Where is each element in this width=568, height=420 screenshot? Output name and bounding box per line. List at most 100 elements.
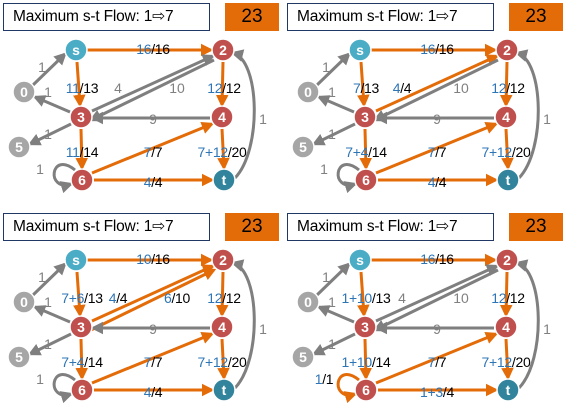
edge-6-6: [52, 373, 76, 404]
edge-label-6-4: 7/7: [428, 354, 447, 370]
residual-label-t-2: 1: [259, 111, 267, 127]
flow-value: 7: [353, 80, 361, 96]
node-6: 6: [354, 168, 378, 192]
residual-label-t-2: 1: [543, 321, 551, 337]
panel-title: Maximum s-t Flow: 1⇨7: [287, 213, 494, 241]
flow-value: 11: [66, 80, 80, 96]
node-label: 2: [219, 252, 227, 268]
edge-0-s: [31, 52, 67, 87]
capacity-value: 4: [446, 384, 454, 400]
edge-3-2b: [372, 268, 499, 332]
edge-label-s-2: 10/16: [136, 251, 170, 267]
node-4: 4: [210, 105, 234, 129]
flow-value: 7+12: [482, 144, 513, 160]
residual-label-6-6: 1: [320, 161, 328, 177]
node-s: s: [348, 38, 372, 62]
node-s: s: [348, 248, 372, 272]
flow-value: 12: [207, 80, 222, 96]
edge-0-s: [315, 262, 351, 297]
node-3: 3: [353, 315, 377, 339]
flow-value: 7: [428, 144, 436, 160]
edge-6-6: [336, 163, 360, 194]
node-2: 2: [211, 248, 235, 272]
capacity-value: 14: [372, 144, 387, 160]
edge-label-6-4: 7/7: [428, 144, 447, 160]
edge-0-s: [315, 52, 351, 87]
edge-t-2: [514, 259, 540, 390]
panel-title: Maximum s-t Flow: 1⇨7: [287, 3, 494, 31]
node-2: 2: [495, 38, 519, 62]
residual-label-3-0: 1: [44, 294, 52, 310]
residual-label-3-0: 1: [44, 84, 52, 100]
flow-value: 7: [144, 354, 152, 370]
flow-value: 7+12: [198, 354, 229, 370]
edge-4-t: [501, 128, 514, 171]
edge-2-4: [499, 61, 513, 108]
node-label: 6: [78, 382, 86, 398]
node-label: t: [222, 172, 227, 188]
edge-3-2a: [375, 54, 500, 113]
flow-value: 1+3: [420, 384, 443, 400]
node-label: s: [72, 252, 80, 268]
edge-label-4-t: 7+12/20: [198, 354, 247, 370]
node-label: 2: [503, 252, 511, 268]
edge-t-2: [514, 49, 540, 180]
edge-s-3: [73, 61, 86, 108]
edge-3-6: [359, 338, 373, 381]
edge-label-2-4: 12/12: [207, 290, 241, 306]
capacity-value: 16: [439, 41, 454, 57]
residual-label-6-6: 1: [36, 371, 44, 387]
node-label: 0: [304, 84, 312, 100]
edge-label-s-2: 16/16: [136, 41, 170, 57]
residual-label-0-s: 1: [38, 59, 46, 75]
edge-6-4: [91, 331, 215, 385]
node-t: t: [212, 378, 236, 402]
node-5: 5: [291, 345, 315, 369]
edge-3-2b: [90, 268, 217, 332]
node-4: 4: [494, 315, 518, 339]
edge-3-2b: [372, 58, 499, 122]
node-3: 3: [69, 315, 93, 339]
capacity-value: 4: [155, 384, 163, 400]
edge-6-6: [52, 163, 76, 194]
node-5: 5: [291, 135, 315, 159]
residual-label-t-2: 1: [543, 111, 551, 127]
flow-value-badge: 23: [225, 3, 279, 31]
edge-6-4: [91, 121, 215, 175]
capacity-value: 7: [155, 354, 163, 370]
flow-value: 16: [420, 251, 435, 267]
panel-title: Maximum s-t Flow: 1⇨7: [3, 3, 210, 31]
edge-label-2-4: 12/12: [491, 80, 525, 96]
node-label: s: [356, 252, 364, 268]
flow-value: 7+6: [61, 290, 84, 306]
residual-label-4-3: 9: [433, 321, 441, 337]
edge-3-6: [75, 338, 89, 381]
capacity-value: 14: [375, 354, 390, 370]
edge-3-6: [75, 128, 89, 171]
edge-3-2b: [88, 58, 215, 122]
flow-value: 11: [66, 144, 80, 160]
capacity-value: 10: [175, 290, 190, 306]
capacity-value: 12: [510, 290, 525, 306]
edge-label-6-4: 7/7: [144, 354, 163, 370]
edge-3-5: [311, 332, 356, 356]
edge-3-6: [359, 128, 373, 171]
flow-value: 1+10: [342, 290, 373, 306]
capacity-value: 12: [226, 290, 241, 306]
capacity-value: 20: [515, 354, 530, 370]
edge-label-4-t: 7+12/20: [482, 144, 531, 160]
node-6: 6: [354, 378, 378, 402]
edge-s-3: [73, 271, 86, 318]
capacity-value: 1: [326, 371, 334, 387]
node-5: 5: [7, 135, 31, 159]
edge-label-3-6: 7+4/14: [345, 144, 387, 160]
edge-label-4-t: 7+12/20: [482, 354, 531, 370]
edge-3-5: [27, 332, 72, 356]
node-label: 6: [78, 172, 86, 188]
edge-label-3-6: 11/14: [66, 144, 99, 160]
node-label: 4: [502, 319, 510, 335]
node-6: 6: [70, 168, 94, 192]
node-0: 0: [12, 290, 36, 314]
